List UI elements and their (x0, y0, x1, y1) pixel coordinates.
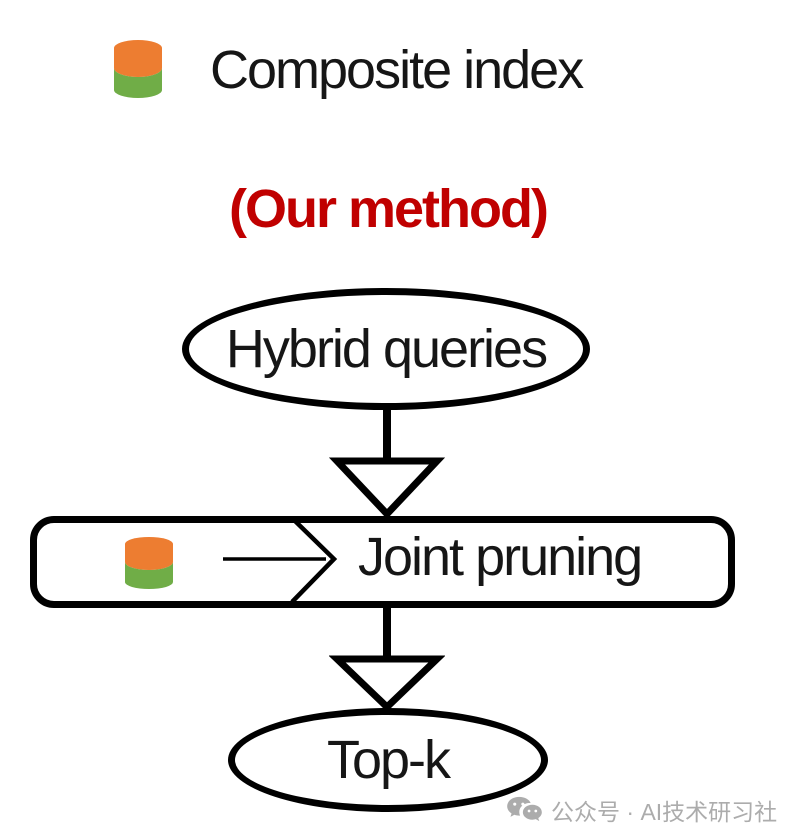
watermark-text: 公众号 · AI技术研习社 (551, 799, 778, 825)
node-joint-pruning (30, 516, 735, 608)
watermark: 公众号 · AI技术研习社 (506, 793, 777, 827)
down-arrow-connector-2 (329, 604, 445, 710)
right-arrow-icon (223, 517, 338, 604)
down-arrow-connector-1 (329, 404, 445, 518)
composite-index-cylinder-icon (114, 40, 162, 98)
node-joint-pruning-label: Joint pruning (358, 527, 643, 587)
method-title: (Our method) (229, 179, 549, 239)
node-top-k-label: Top-k (326, 730, 451, 790)
composite-index-cylinder-icon (125, 537, 173, 589)
legend-label: Composite index (210, 40, 584, 100)
wechat-icon (507, 796, 542, 821)
node-hybrid-queries: Hybrid queries (182, 288, 590, 410)
node-hybrid-queries-label: Hybrid queries (225, 319, 548, 379)
node-top-k: Top-k (228, 708, 548, 812)
